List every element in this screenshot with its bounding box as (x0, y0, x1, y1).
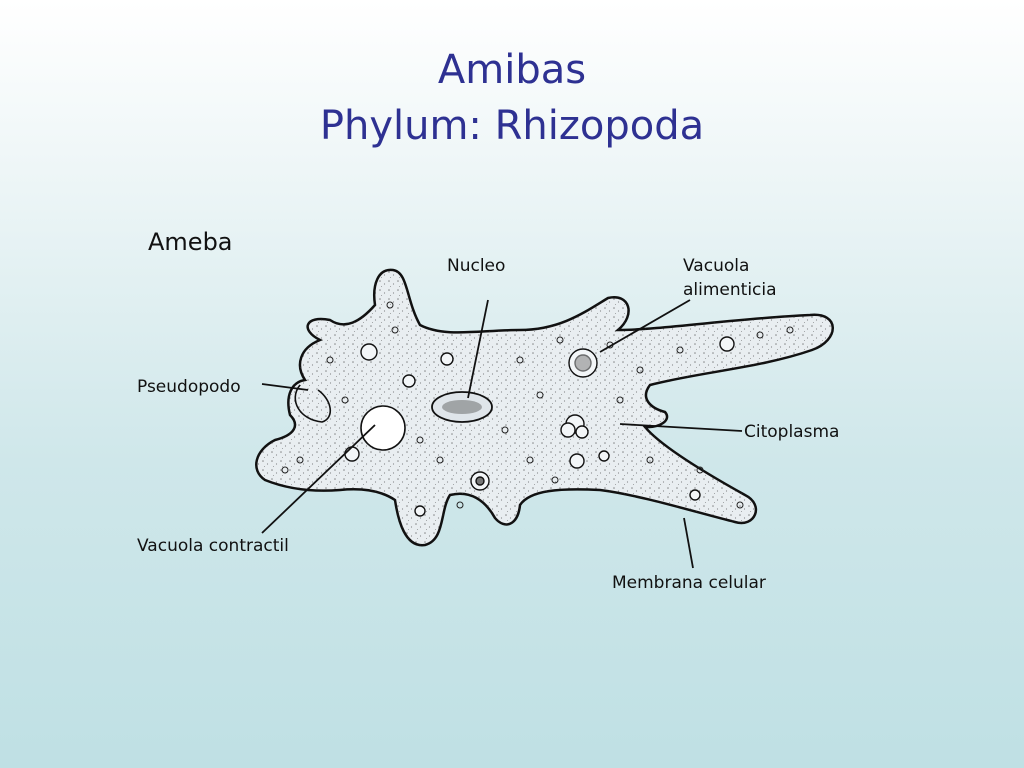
leader-citoplasma (619, 423, 743, 432)
label-nucleo: Nucleo (447, 256, 506, 276)
food-vacuoles (344, 336, 735, 517)
leader-lines (261, 299, 743, 569)
cytoplasm-granules (281, 301, 794, 509)
label-pseudopodo: Pseudopodo (137, 377, 241, 397)
leader-pseudopodo (261, 383, 309, 391)
slide-title: Amibas (437, 47, 587, 93)
leader-vacuola-alimenticia (599, 299, 691, 353)
pseudopod-inner-outline (294, 384, 331, 423)
leader-vacuola-contractil (261, 424, 376, 534)
contractile-vacuole (360, 405, 406, 451)
leader-membrana-celular (683, 517, 694, 569)
label-citoplasma: Citoplasma (744, 422, 840, 442)
slide-subtitle-phylum: Phylum: Rhizopoda (319, 103, 705, 149)
diagram-heading: Ameba (148, 228, 233, 256)
label-membrana-celular: Membrana celular (612, 573, 766, 593)
label-vacuola-contractil: Vacuola contractil (137, 536, 289, 556)
leader-nucleo (467, 299, 489, 399)
label-vacuola-alimenticia-line2: alimenticia (683, 280, 777, 300)
nucleus (431, 391, 493, 423)
cytoplasm-stipple (256, 269, 833, 546)
label-vacuola-alimenticia-line1: Vacuola (683, 256, 750, 276)
